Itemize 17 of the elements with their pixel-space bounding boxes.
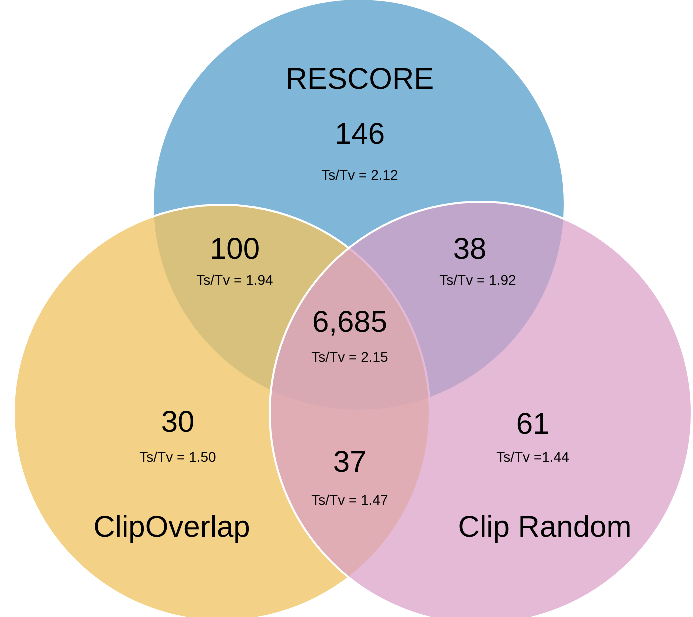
ratio-label: Ts/Tv = 1.50 — [140, 449, 216, 465]
count-label: 61 — [516, 408, 550, 442]
ratio-label: Ts/Tv = 1.47 — [312, 492, 388, 508]
ratio-label: Ts/Tv = 2.15 — [312, 349, 388, 365]
count-label: 37 — [333, 446, 367, 480]
ratio-label: Ts/Tv = 1.94 — [196, 272, 274, 288]
ratio-label: Ts/Tv =1.44 — [496, 449, 570, 465]
count-label: 6,685 — [312, 306, 388, 340]
set-title: Clip Random — [458, 511, 632, 545]
set-title: RESCORE — [286, 63, 434, 97]
count-label: 38 — [453, 233, 487, 267]
count-label: 30 — [161, 406, 195, 440]
set-title: ClipOverlap — [94, 511, 250, 545]
count-label: 100 — [210, 233, 260, 267]
ratio-label: Ts/Tv = 2.12 — [322, 167, 398, 183]
ratio-label: Ts/Tv = 1.92 — [440, 272, 516, 288]
count-label: 146 — [334, 118, 386, 152]
